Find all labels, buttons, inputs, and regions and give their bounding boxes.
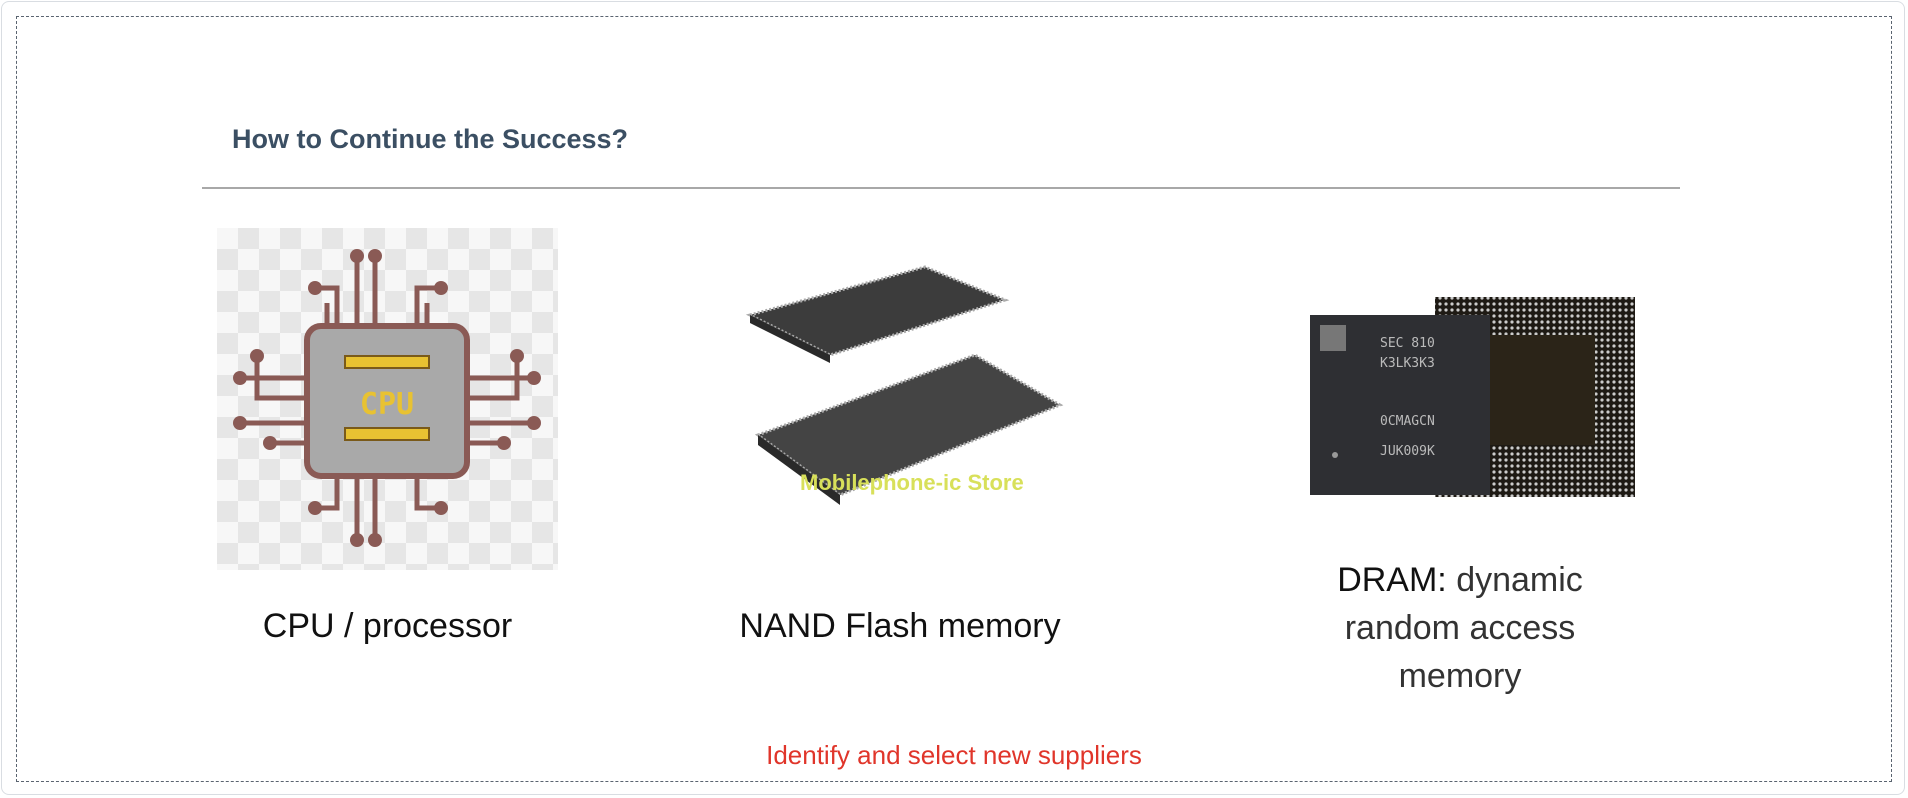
call-to-action: Identify and select new suppliers: [766, 740, 1142, 770]
nand-flash-label: NAND Flash memory: [739, 607, 1061, 645]
dram-label: DRAM: dynamic random access memory: [1290, 556, 1630, 700]
dram-chip-line: 0CMAGCN: [1380, 414, 1435, 429]
cpu-chip-text: CPU: [360, 387, 414, 422]
cpu-label: CPU / processor: [262, 607, 513, 645]
slide-border: [16, 16, 1892, 782]
dram-chip-line: K3LK3K3: [1380, 356, 1435, 371]
nand-flash-image: [720, 255, 1090, 535]
dram-label-rest: dynamic random access memory: [1344, 561, 1583, 695]
dram-label-strong: DRAM:: [1337, 561, 1447, 599]
dram-chip-line: SEC 810: [1380, 336, 1435, 351]
slide-title: How to Continue the Success?: [232, 124, 629, 154]
dram-image: SEC 810 K3LK3K3 0CMAGCN JUK009K: [1305, 295, 1645, 500]
dram-chip-line: JUK009K: [1380, 444, 1435, 459]
nand-image-watermark: Mobilephone-ic Store: [800, 470, 1024, 495]
cpu-image: CPU: [217, 228, 558, 570]
title-divider: [202, 187, 1680, 189]
